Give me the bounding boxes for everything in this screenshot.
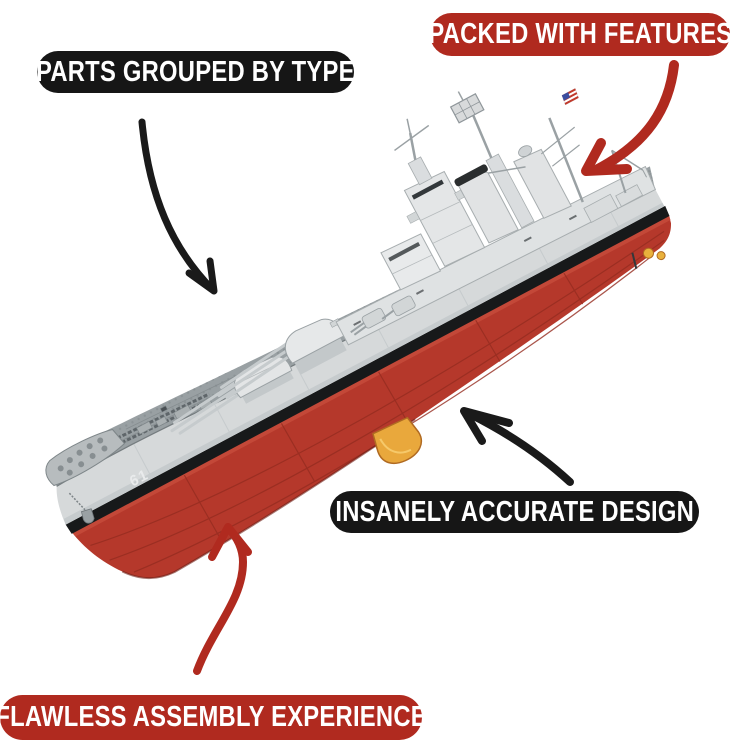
aft-mast [487, 117, 584, 203]
waterline-stripe [65, 205, 670, 534]
annotation-arrows [138, 60, 679, 675]
radar-tower [449, 91, 535, 229]
hull-shade-band [63, 202, 665, 525]
display-stand [372, 416, 423, 465]
callout-packed-features: PACKED WITH FEATURES [428, 13, 732, 56]
aft-deckhouses [583, 184, 644, 223]
callout-assembly-label: FLAWLESS ASSEMBLY EXPERIENCE [0, 701, 427, 733]
callout-features-label: PACKED WITH FEATURES [428, 18, 732, 50]
callout-design-label: INSANELY ACCURATE DESIGN [335, 495, 694, 528]
forward-mast [394, 118, 430, 160]
superstructure [335, 88, 657, 346]
anchor [68, 492, 95, 524]
design-arrow-icon [460, 407, 574, 486]
funnel-1 [454, 164, 519, 244]
secondary-turrets [350, 295, 416, 336]
forecastle-platform [45, 428, 126, 487]
parts-arrow-icon [138, 118, 218, 295]
deck-fittings [136, 398, 213, 435]
bridge-deckhouse [380, 233, 442, 291]
callout-flawless-assembly: FLAWLESS ASSEMBLY EXPERIENCE [0, 695, 427, 740]
funnel-2 [513, 145, 572, 219]
assembly-arrow-icon [193, 523, 252, 675]
hull-highlight [72, 215, 671, 537]
base-windows [353, 214, 577, 326]
turret-2-barrels [217, 342, 294, 400]
lattice-radar-icon [449, 93, 485, 124]
main-turret-1 [170, 356, 294, 435]
callout-parts-grouped: PARTS GROUPED BY TYPE [36, 51, 355, 93]
callout-parts-label: PARTS GROUPED BY TYPE [36, 55, 355, 88]
features-arrow-icon [581, 60, 679, 176]
callout-accurate-design: INSANELY ACCURATE DESIGN [330, 491, 699, 533]
battleship-illustration: 61 [45, 88, 671, 580]
propellers [631, 247, 666, 269]
us-flag-icon [561, 88, 579, 106]
upper-hull: 61 [56, 188, 665, 525]
main-turret-2 [217, 318, 347, 400]
forward-tower [394, 118, 486, 268]
lower-hull-red [72, 215, 671, 579]
upper-hull-gray [56, 188, 665, 525]
turret-1-barrels [170, 380, 244, 435]
platform-studs [57, 437, 108, 476]
